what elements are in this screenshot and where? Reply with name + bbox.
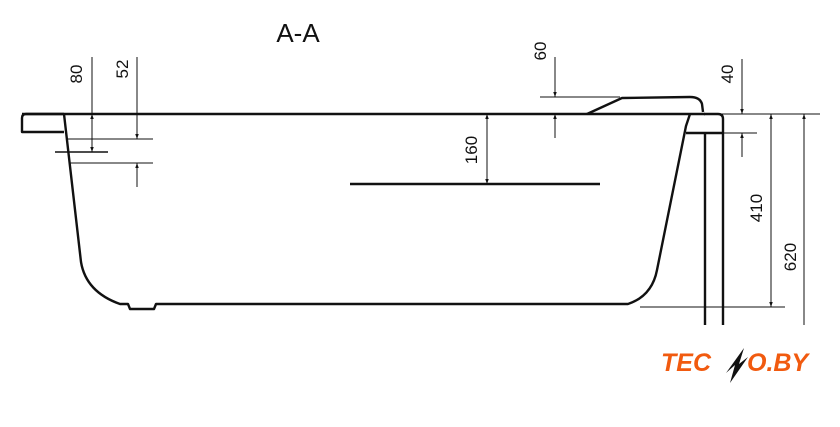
dimension-410: 410 xyxy=(747,194,766,222)
lightning-icon xyxy=(726,348,748,383)
tecno-by-logo: TEC O.BY xyxy=(661,348,810,383)
dimension-40: 40 xyxy=(718,65,737,84)
dimension-80: 80 xyxy=(67,65,86,84)
logo-text-right: O.BY xyxy=(747,349,810,377)
bathtub-outline xyxy=(20,95,725,325)
dimension-52: 52 xyxy=(113,60,132,79)
extension-lines xyxy=(55,96,820,308)
dimension-lines xyxy=(90,57,806,325)
dimension-160: 160 xyxy=(462,136,481,164)
section-title: A-A xyxy=(276,18,320,48)
dimension-620: 620 xyxy=(781,243,800,271)
logo-text-left: TEC xyxy=(661,349,712,377)
dimension-60: 60 xyxy=(531,42,550,61)
